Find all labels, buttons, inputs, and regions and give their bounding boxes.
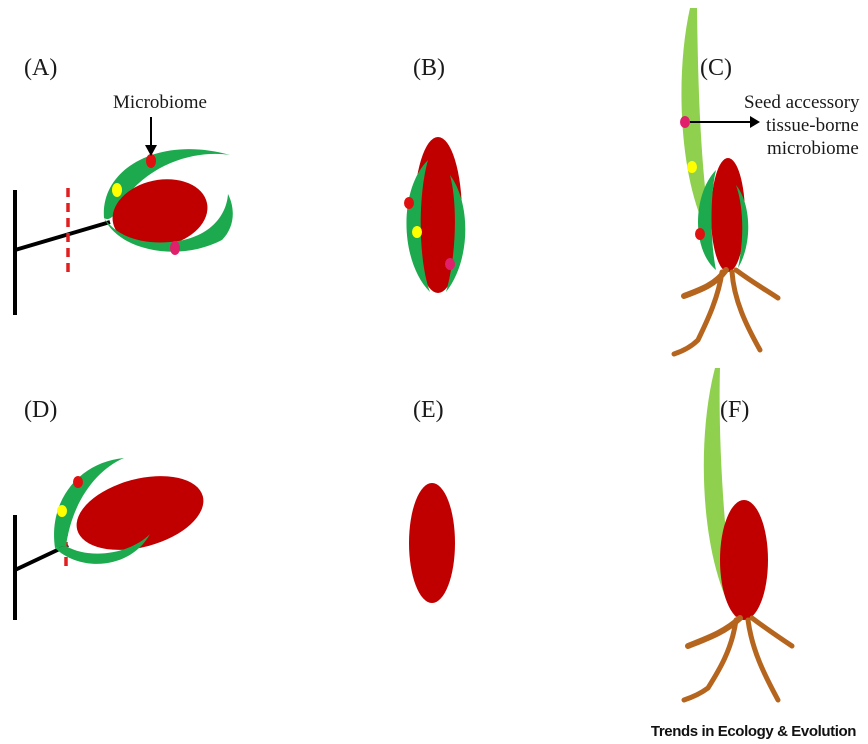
seed (409, 483, 455, 603)
accessory-label-line1: Seed accessory (744, 92, 860, 113)
microbe-yellow (412, 226, 422, 238)
microbe-yellow (687, 161, 697, 173)
accessory-label-line3: microbiome (767, 138, 859, 159)
microbe-yellow (57, 505, 67, 517)
microbe-red (695, 228, 705, 240)
panel-label-f: (F) (720, 397, 749, 423)
roots (674, 270, 778, 354)
seed (720, 500, 768, 620)
panel-b: (B) (404, 55, 465, 293)
microbe-pink (680, 116, 690, 128)
seed (711, 158, 745, 272)
panel-a: (A) Microbiome (15, 55, 233, 315)
panel-e: (E) (409, 397, 455, 603)
microbe-red (73, 476, 83, 488)
microbe-red (146, 154, 156, 168)
panel-label-d: (D) (24, 397, 57, 423)
microbiome-label: Microbiome (113, 92, 207, 113)
panel-label-e: (E) (413, 397, 444, 423)
panel-c: (C) Seed accessory tissue-borne microbio… (674, 8, 860, 354)
microbe-red (404, 197, 414, 209)
panel-label-b: (B) (413, 55, 445, 81)
seed-stalk (15, 222, 110, 250)
microbe-yellow (112, 183, 122, 197)
panel-label-c: (C) (700, 55, 732, 81)
accessory-label-line2: tissue-borne (766, 115, 859, 136)
journal-credit: Trends in Ecology & Evolution (651, 723, 856, 740)
microbe-pink (445, 258, 455, 270)
microbe-pink (170, 241, 180, 255)
panel-label-a: (A) (24, 55, 57, 81)
panel-d: (D) (15, 397, 212, 620)
accessory-arrowhead (750, 116, 760, 128)
panel-f: (F) (684, 368, 792, 700)
roots (684, 618, 792, 700)
